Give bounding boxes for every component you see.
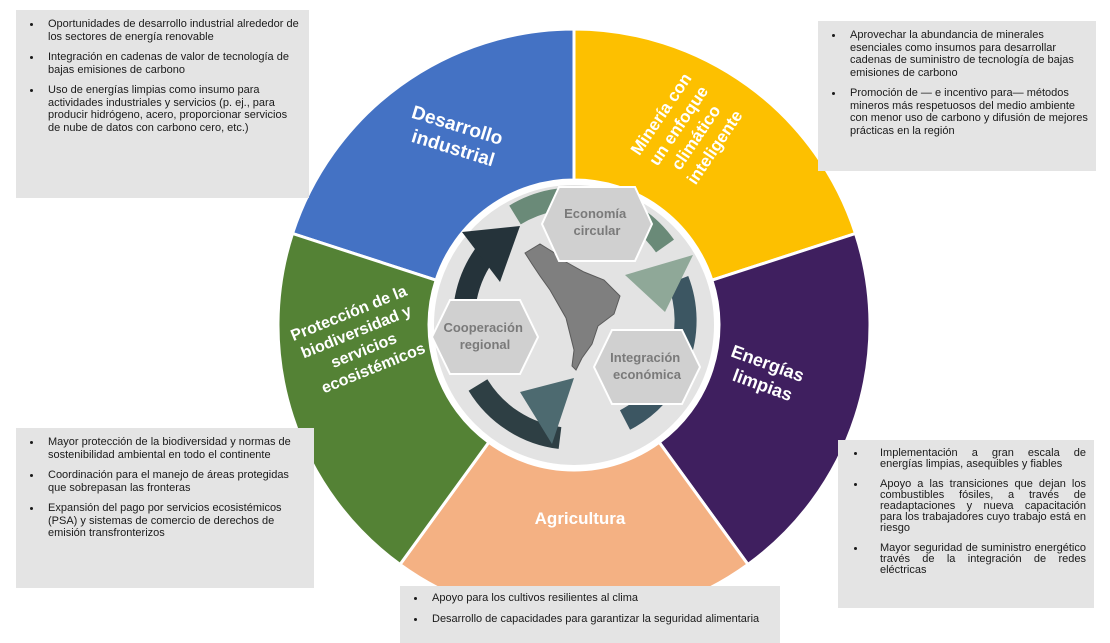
- note-bullet: Oportunidades de desarrollo industrial a…: [42, 18, 301, 43]
- hexagon-regional-cooperation-label: Cooperación regional: [443, 320, 526, 352]
- segment-label-agriculture: Agricultura: [535, 509, 626, 528]
- segment-industrial: [290, 27, 576, 283]
- note-bullet: Mayor protección de la biodiversidad y n…: [42, 436, 306, 461]
- note-bullet: Mayor seguridad de suministro energético…: [866, 543, 1086, 576]
- segment-clean-energy: [657, 231, 872, 567]
- note-clean-energy: Implementación a gran escala de energías…: [838, 440, 1094, 608]
- hexagon-economic-integration: [592, 329, 702, 405]
- note-bullet: Apoyo para los cultivos resilientes al c…: [426, 592, 772, 605]
- note-bullet: Aprovechar la abundancia de minerales es…: [844, 29, 1088, 79]
- note-industrial-development: Oportunidades de desarrollo industrial a…: [16, 10, 309, 198]
- south-america-map-icon: [524, 243, 621, 371]
- hexagon-regional-cooperation: [430, 299, 540, 375]
- note-bullet: Desarrollo de capacidades para garantiza…: [426, 613, 772, 626]
- note-bullet: Uso de energías limpias como insumo para…: [42, 84, 301, 134]
- note-bullet: Implementación a gran escala de energías…: [866, 448, 1086, 470]
- note-climate-smart-mining: Aprovechar la abundancia de minerales es…: [818, 21, 1096, 171]
- segment-label-biodiversity: Protección de la biodiversidad y servici…: [289, 281, 437, 400]
- note-agriculture: Apoyo para los cultivos resilientes al c…: [400, 586, 780, 643]
- hexagon-circular-economy-label: Economía circular: [564, 206, 630, 238]
- note-bullet: Apoyo a las transiciones que dejan los c…: [866, 479, 1086, 534]
- hexagon-circular-economy: [540, 186, 654, 262]
- segment-biodiversity: [276, 231, 491, 567]
- note-bullet: Integración en cadenas de valor de tecno…: [42, 51, 301, 76]
- hexagon-economic-integration-label: Integración económica: [610, 350, 684, 382]
- note-bullet: Promoción de — e incentivo para— métodos…: [844, 87, 1088, 137]
- note-bullet: Coordinación para el manejo de áreas pro…: [42, 469, 306, 494]
- cycle-arrowhead-left: [462, 226, 520, 282]
- cycle-arrowhead-right: [625, 255, 693, 312]
- note-biodiversity-protection: Mayor protección de la biodiversidad y n…: [16, 428, 314, 588]
- cycle-arrowhead-bottom: [520, 378, 574, 444]
- note-bullet: Expansión del pago por servicios ecosist…: [42, 502, 306, 540]
